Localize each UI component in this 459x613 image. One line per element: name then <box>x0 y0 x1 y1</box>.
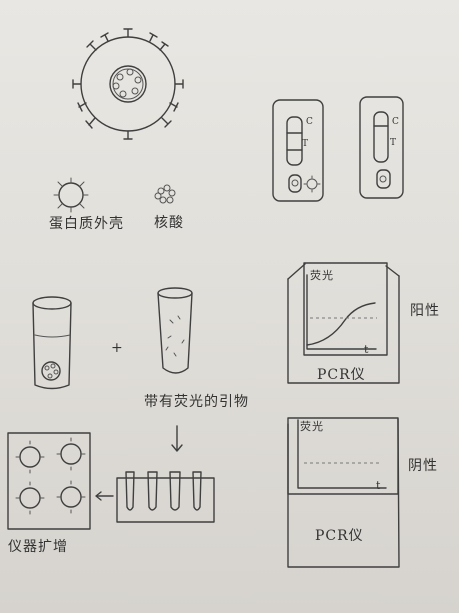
primer-tube <box>157 287 193 374</box>
amplification-panel <box>7 432 91 530</box>
pcr-label-bottom: PCR仪 <box>315 528 364 544</box>
sample-tube <box>32 296 72 390</box>
arrow-left <box>95 491 114 501</box>
positive-label: 阳性 <box>410 303 440 319</box>
test-strip-left <box>272 99 324 202</box>
nucleic-acid-icon <box>154 184 176 204</box>
strip-left-t-label: T <box>302 139 310 149</box>
negative-label: 阴性 <box>408 458 438 474</box>
protein-shell-label: 蛋白质外壳 <box>49 216 124 232</box>
arrow-down <box>171 425 183 452</box>
time-label-top: t <box>364 343 370 356</box>
time-label-bottom: t <box>376 479 382 492</box>
amplify-label: 仪器扩增 <box>8 539 68 555</box>
protein-shell-icon <box>53 177 89 213</box>
tube-rack <box>116 471 215 523</box>
test-strip-right <box>359 96 404 199</box>
strip-left-c-label: C <box>306 117 314 127</box>
strip-right-c-label: C <box>392 117 400 127</box>
virus-illustration <box>72 28 184 140</box>
pcr-label-top: PCR仪 <box>317 367 366 383</box>
fluorescence-label-top: 荧光 <box>310 269 334 282</box>
strip-right-t-label: T <box>390 138 398 148</box>
nucleic-acid-label: 核酸 <box>154 215 184 231</box>
fluorescence-label-bottom: 荧光 <box>300 420 324 433</box>
pcr-machine-top <box>287 262 400 384</box>
pcr-machine-bottom <box>287 417 400 568</box>
plus-sign: + <box>111 340 124 356</box>
primer-label: 带有荧光的引物 <box>144 394 249 410</box>
